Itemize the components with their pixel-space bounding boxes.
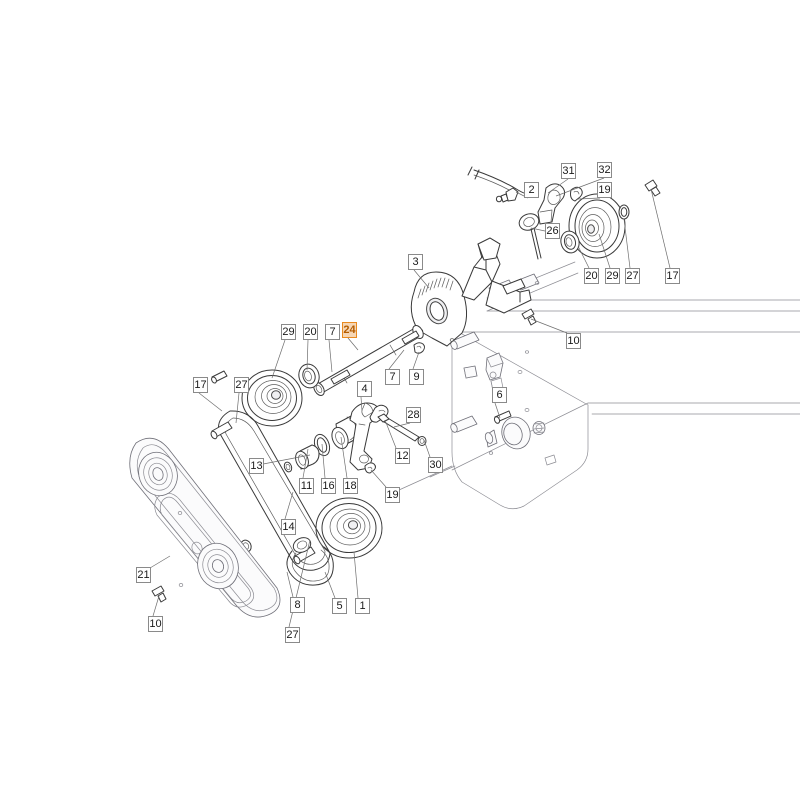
callout-leader-1 (353, 551, 359, 599)
callout-label[interactable]: 19 (385, 487, 400, 503)
callout-label[interactable]: 13 (249, 458, 264, 474)
callout-leader-24 (347, 337, 359, 351)
callout-leader-27 (623, 218, 631, 269)
callout-leader-3 (413, 269, 430, 289)
callout-leader-13 (257, 454, 311, 466)
callout-label[interactable]: 29 (605, 268, 620, 284)
callout-label[interactable]: 27 (625, 268, 640, 284)
callout-label[interactable]: 7 (325, 324, 340, 340)
callout-leader-19 (577, 197, 601, 200)
part-5-small-belt (286, 546, 334, 586)
callout-leader-17 (198, 392, 223, 412)
callout-leader-5 (324, 571, 336, 599)
callout-label[interactable]: 10 (566, 333, 581, 349)
callout-label[interactable]: 5 (332, 598, 347, 614)
callout-leader-31 (547, 178, 569, 194)
callout-label[interactable]: 21 (136, 567, 151, 583)
callout-leader-18 (340, 436, 348, 479)
callout-label[interactable]: 8 (290, 597, 305, 613)
callout-leader-14 (284, 491, 294, 520)
fasteners (211, 308, 537, 424)
callout-label-highlighted[interactable]: 24 (342, 322, 357, 338)
callout-leader-30 (423, 439, 431, 458)
callout-label[interactable]: 30 (428, 457, 443, 473)
callout-leader-20 (577, 245, 590, 269)
callout-label[interactable]: 10 (148, 616, 163, 632)
callout-label[interactable]: 2 (524, 182, 539, 198)
callout-label[interactable]: 9 (409, 369, 424, 385)
callout-leader-12 (384, 419, 397, 449)
callout-label[interactable]: 32 (597, 162, 612, 178)
callout-leader-7 (328, 339, 333, 373)
callout-leader-26 (530, 227, 546, 232)
callout-label[interactable]: 14 (281, 519, 296, 535)
callout-label[interactable]: 6 (492, 387, 507, 403)
callout-label[interactable]: 27 (285, 627, 300, 643)
part-29-upper-pulley (241, 369, 303, 427)
callout-label[interactable]: 11 (299, 478, 314, 494)
callout-leader-11 (302, 448, 309, 479)
callout-label[interactable]: 29 (281, 324, 296, 340)
callout-label[interactable]: 28 (406, 407, 421, 423)
callout-leader-9 (412, 351, 420, 370)
callout-leader-10 (152, 595, 160, 617)
callout-leader-10 (530, 318, 568, 334)
callout-leader-6 (494, 402, 501, 419)
part-24-drive-shaft (313, 325, 425, 396)
part-20-bushing (298, 363, 320, 389)
callout-label[interactable]: 26 (545, 223, 560, 239)
callout-label[interactable]: 18 (343, 478, 358, 494)
callout-leader-lines (144, 177, 671, 628)
callout-label[interactable]: 31 (561, 163, 576, 179)
callout-label[interactable]: 17 (665, 268, 680, 284)
callout-label[interactable]: 3 (408, 254, 423, 270)
callout-leader-29 (598, 233, 611, 269)
callout-leader-27 (235, 392, 240, 424)
callout-label[interactable]: 7 (385, 369, 400, 385)
callout-label[interactable]: 12 (395, 448, 410, 464)
callout-label[interactable]: 1 (355, 598, 370, 614)
top-right-assembly (467, 166, 661, 260)
callout-leader-16 (321, 443, 326, 479)
callout-label[interactable]: 27 (234, 377, 249, 393)
callout-leader-17 (650, 188, 671, 269)
callout-label[interactable]: 4 (357, 381, 372, 397)
callout-leader-20 (306, 339, 309, 371)
callout-label[interactable]: 20 (303, 324, 318, 340)
callout-leader-8 (286, 571, 294, 598)
callout-leader-29 (271, 339, 286, 379)
callout-leader-7 (388, 349, 405, 370)
callout-leader-4 (360, 396, 363, 412)
callout-label[interactable]: 20 (584, 268, 599, 284)
part-28-bolt (377, 413, 427, 446)
callout-leader-32 (555, 177, 605, 197)
part-3-mount-bracket (410, 237, 532, 347)
callout-label[interactable]: 16 (321, 478, 336, 494)
spacer-stack (283, 414, 364, 473)
part-4-tension-arm (349, 402, 389, 474)
callout-leader-19 (370, 469, 387, 488)
callout-label[interactable]: 19 (597, 182, 612, 198)
callout-leader-28 (393, 422, 411, 428)
part-21-belt-guard (129, 437, 281, 618)
callout-label[interactable]: 17 (193, 377, 208, 393)
